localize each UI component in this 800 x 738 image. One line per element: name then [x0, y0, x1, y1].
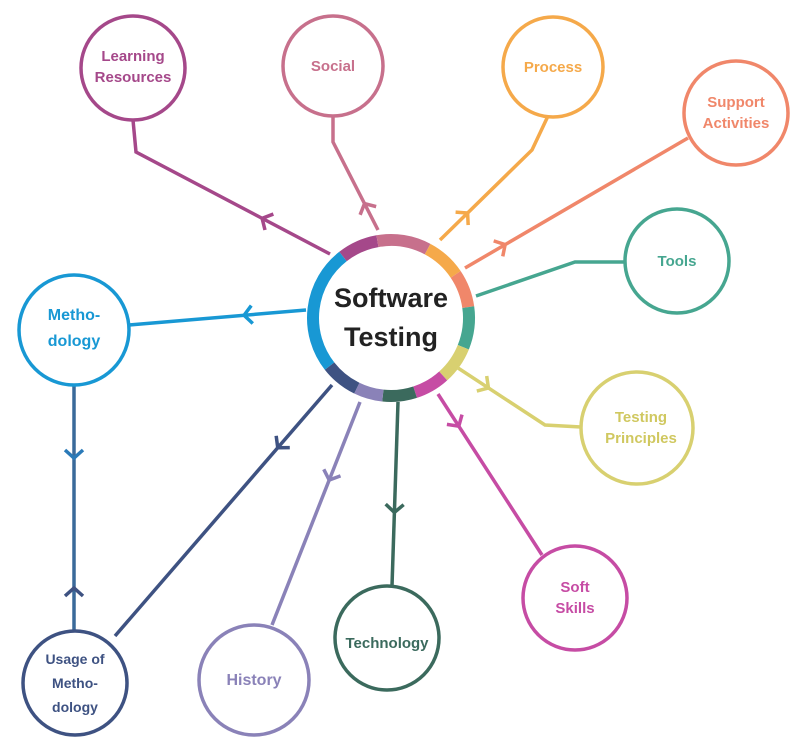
- node-testing-principles[interactable]: Testing Principles: [579, 370, 695, 486]
- node-process[interactable]: Process: [501, 15, 605, 119]
- node-label: Skills: [555, 600, 594, 617]
- ring-segment: [413, 371, 448, 398]
- connector-learning: [131, 119, 331, 256]
- node-social[interactable]: Social: [281, 14, 385, 118]
- ring-segment: [376, 234, 431, 255]
- ring-segment: [439, 344, 469, 381]
- arrow-chevron-icon: [455, 210, 470, 226]
- arrow-chevron-icon: [446, 414, 464, 429]
- connector-usage: [113, 383, 334, 638]
- node-label: dology: [52, 699, 98, 715]
- connectors: [63, 115, 689, 638]
- node-soft-skills[interactable]: Soft Skills: [521, 544, 629, 652]
- node-label: Technology: [345, 635, 429, 652]
- connector-soft: [436, 393, 544, 556]
- node-usage-of-methodology[interactable]: Usage of Metho- dology: [21, 629, 129, 737]
- node-label: Usage of: [45, 651, 104, 667]
- node-label: Learning: [101, 48, 164, 65]
- node-label: Metho-: [48, 307, 100, 324]
- node-label: Metho-: [52, 675, 98, 691]
- node-label: Testing: [615, 409, 667, 426]
- ring-segment: [424, 243, 461, 278]
- connector-social: [331, 116, 380, 231]
- node-label: Social: [311, 58, 355, 75]
- node-label: Resources: [95, 69, 172, 86]
- arrow-chevron-icon: [63, 448, 85, 461]
- arrow-chevron-icon: [322, 468, 342, 483]
- node-label: Principles: [605, 430, 677, 447]
- ring-segment: [339, 235, 379, 262]
- node-technology[interactable]: Technology: [333, 584, 441, 692]
- connector-history: [270, 401, 362, 626]
- center-title-line2: Testing: [344, 322, 438, 352]
- center-title-line1: Software: [334, 283, 448, 313]
- arrow-chevron-icon: [274, 435, 290, 450]
- connector-methodology: [128, 308, 307, 327]
- node-learning-resources[interactable]: Learning Resources: [79, 14, 187, 122]
- ring-segment: [307, 251, 347, 370]
- node-label: Process: [524, 59, 582, 76]
- arrow-chevron-icon: [63, 585, 85, 598]
- connector-principles: [457, 366, 582, 429]
- node-label: Support: [707, 94, 765, 111]
- node-label: Activities: [703, 115, 770, 132]
- connector-technology: [390, 401, 400, 587]
- arrow-chevron-icon: [476, 375, 491, 393]
- ring-segment: [324, 362, 360, 394]
- node-methodology[interactable]: Metho- dology: [17, 273, 131, 387]
- connector-support: [464, 136, 689, 270]
- center-ring: [307, 234, 475, 402]
- node-label: dology: [48, 333, 101, 350]
- ring-segment: [354, 382, 384, 402]
- center-node: Software Testing: [334, 283, 448, 352]
- node-tools[interactable]: Tools: [623, 207, 731, 315]
- node-label: Tools: [658, 253, 697, 270]
- arrow-chevron-icon: [384, 502, 405, 515]
- ring-segment: [457, 306, 475, 350]
- node-label: History: [226, 672, 281, 689]
- connector-process: [438, 115, 550, 242]
- arrow-chevron-icon: [260, 212, 274, 231]
- node-history[interactable]: History: [197, 623, 311, 737]
- arrow-chevron-icon: [241, 304, 254, 325]
- node-label: Soft: [560, 579, 589, 596]
- arrow-chevron-icon: [493, 239, 508, 257]
- ring-segment: [382, 386, 417, 402]
- arrow-chevron-icon: [358, 201, 377, 216]
- connector-tools: [475, 260, 625, 298]
- node-support-activities[interactable]: Support Activities: [682, 59, 790, 167]
- ring-segment: [450, 271, 475, 309]
